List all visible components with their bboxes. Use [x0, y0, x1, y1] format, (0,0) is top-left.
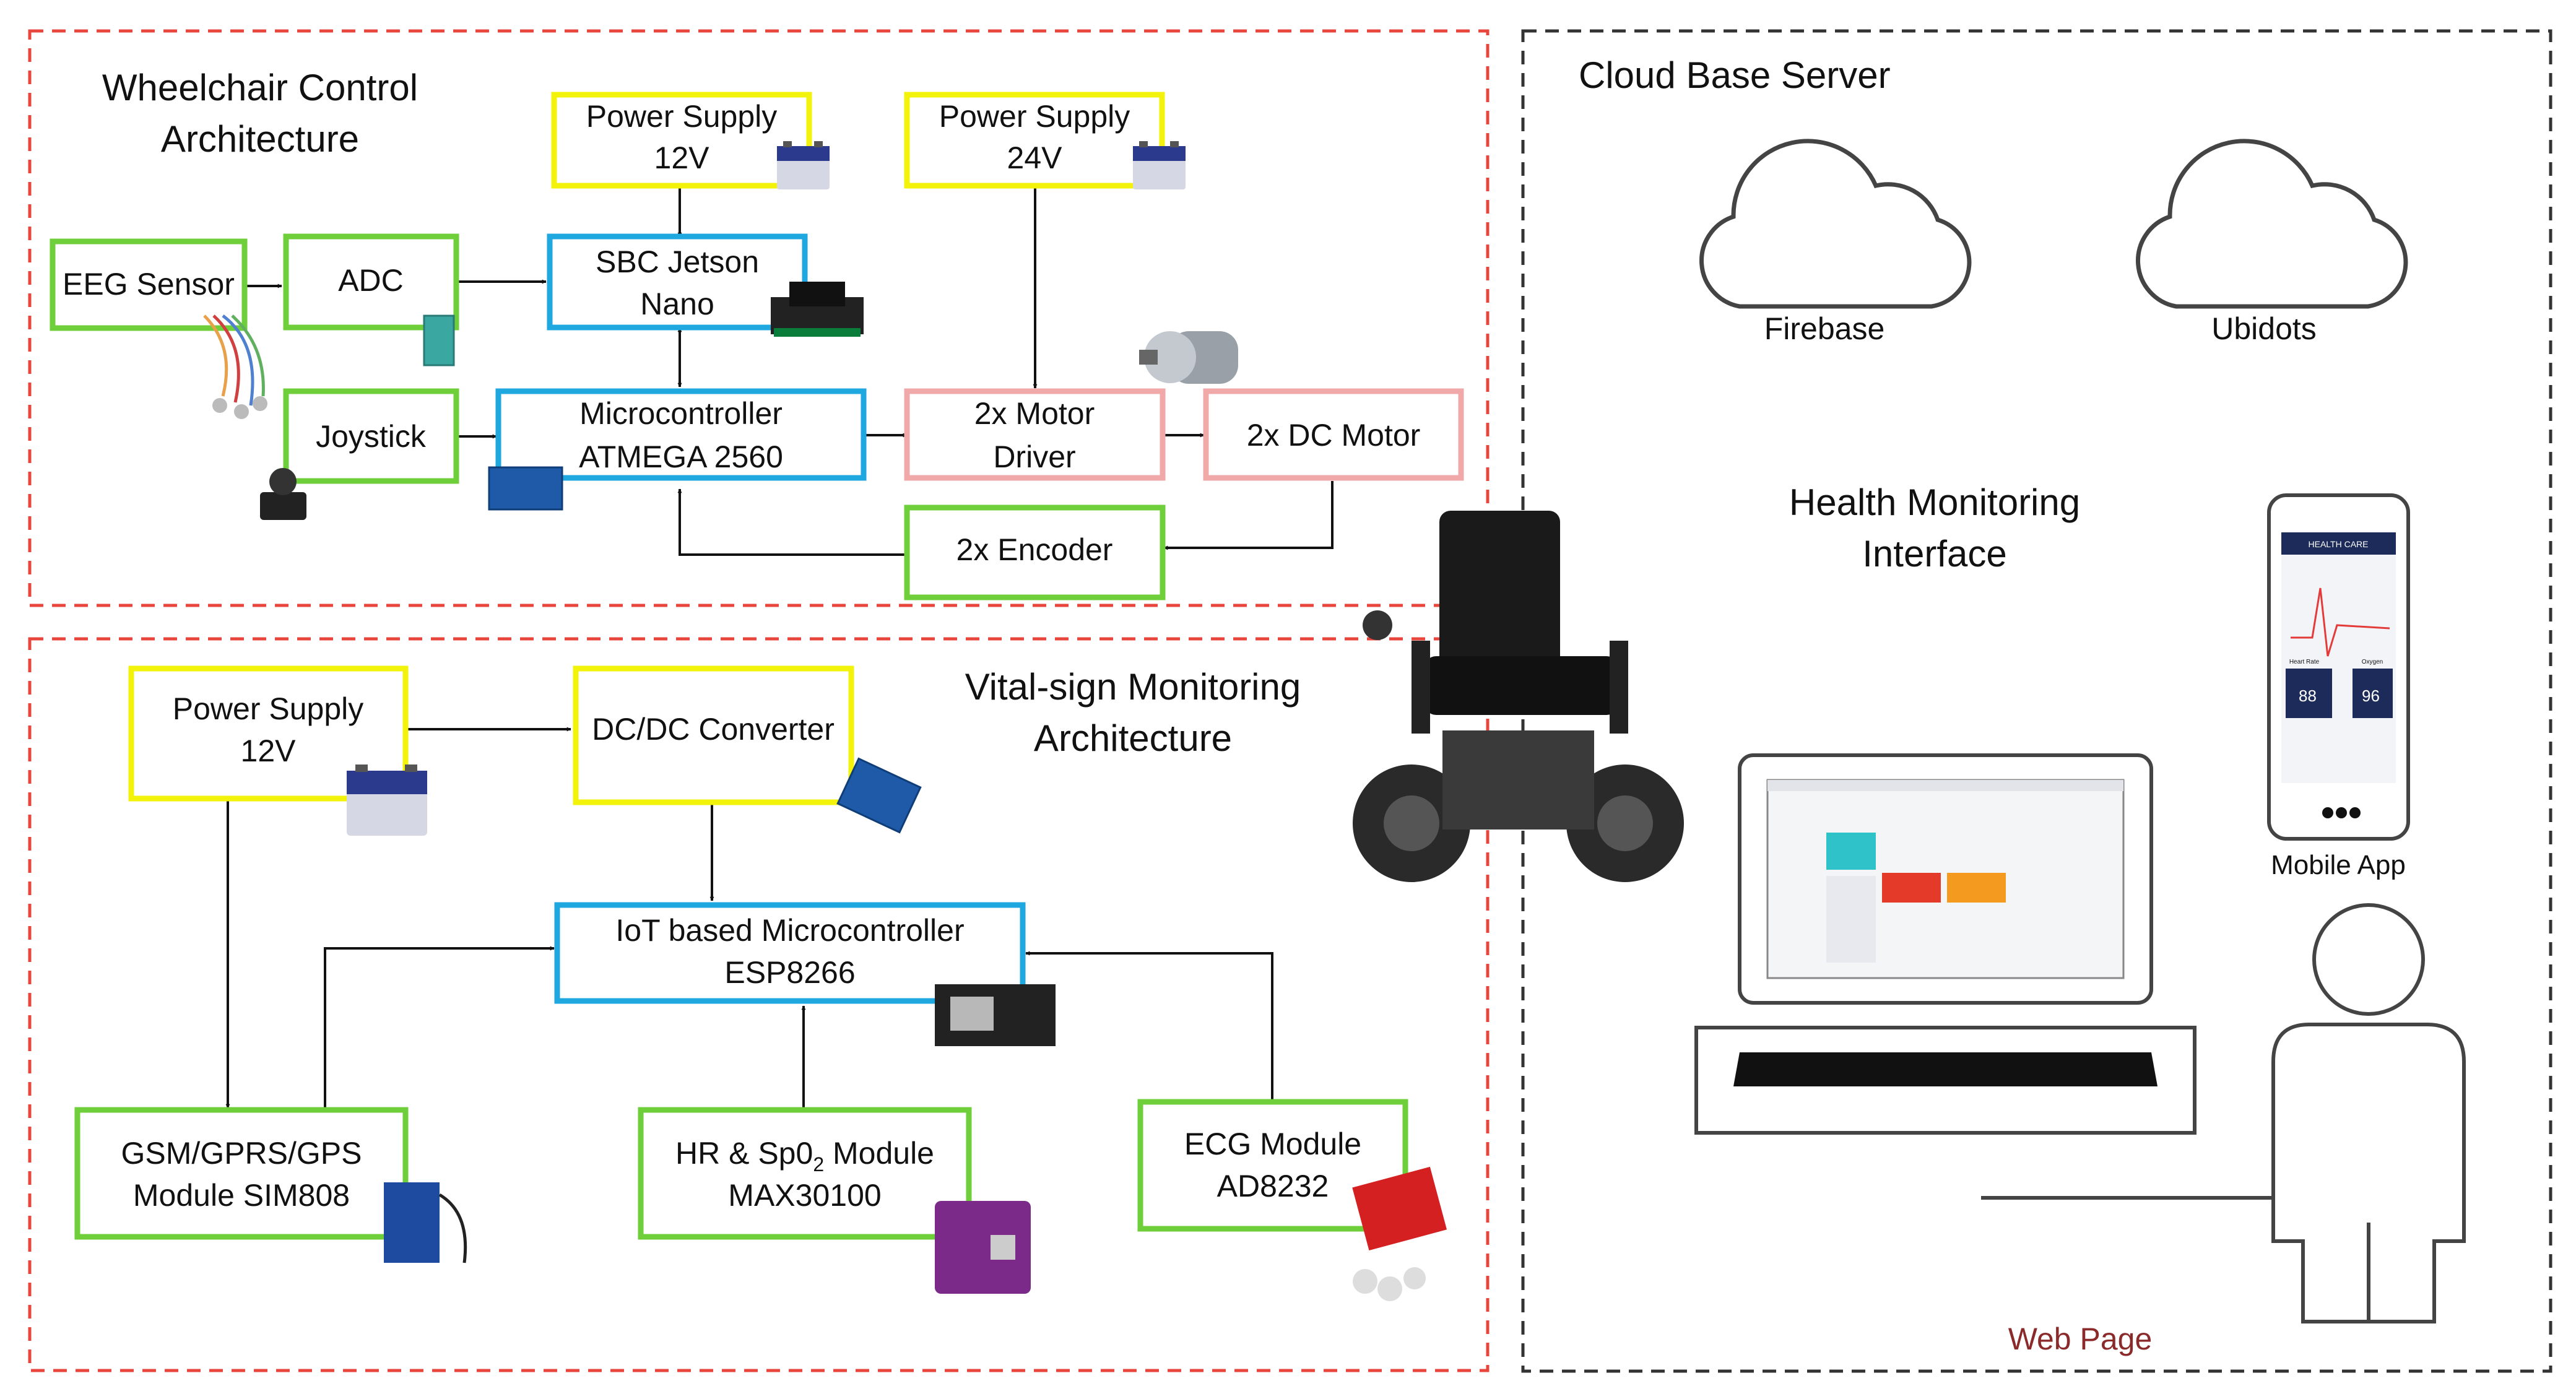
vital-power-label-2: 12V	[241, 734, 297, 768]
power24-box	[904, 92, 1165, 189]
dcdc-label: DC/DC Converter	[592, 712, 835, 747]
gsm-box	[74, 1107, 409, 1240]
arduino-mega-icon	[488, 466, 563, 511]
power24-label-2: 24V	[1007, 141, 1063, 175]
driver-label-2: Driver	[993, 440, 1075, 474]
ubidots-cloud-icon	[2136, 139, 2408, 309]
mcu-label-1: Microcontroller	[579, 396, 783, 431]
encoder-box	[904, 505, 1166, 600]
battery-icon	[1133, 141, 1186, 189]
firebase-label: Firebase	[1764, 311, 1885, 346]
battery-icon	[777, 141, 830, 189]
eeg-label: EEG Sensor	[63, 267, 235, 301]
vital-title-line1: Vital-sign Monitoring	[965, 666, 1301, 708]
wheelchair-title-line2: Architecture	[161, 118, 359, 160]
eeg-box	[50, 238, 248, 331]
vital-power-label-1: Power Supply	[173, 691, 364, 726]
vital-section-frame	[28, 637, 1490, 1372]
esp-label-2: ESP8266	[724, 955, 855, 990]
arrow-dcmotor-encoder	[1163, 481, 1334, 550]
esp8266-icon	[935, 984, 1056, 1046]
sbc-label-2: Nano	[640, 287, 714, 321]
driver-box	[904, 388, 1166, 481]
firebase-cloud-icon	[1699, 139, 1972, 309]
health-title-line1: Health Monitoring	[1789, 482, 2080, 523]
battery-icon	[347, 764, 427, 836]
gsm-label-1: GSM/GPRS/GPS	[121, 1136, 362, 1171]
phone-col2-label: Oxygen	[2362, 659, 2383, 665]
dcmotor-box	[1203, 388, 1464, 481]
gsm-label-2: Module SIM808	[133, 1178, 350, 1213]
driver-label-1: 2x Motor	[974, 396, 1095, 431]
wheelchair-photo	[1353, 511, 1684, 882]
joystick-icon	[260, 468, 306, 520]
ubidots-label: Ubidots	[2211, 311, 2317, 346]
mobile-app-label: Mobile App	[2271, 850, 2406, 880]
max30100-icon	[935, 1201, 1031, 1294]
cloud-title: Cloud Base Server	[1579, 54, 1891, 96]
eeg-electrodes-icon	[203, 314, 267, 419]
esp-label-1: IoT based Microcontroller	[615, 913, 964, 948]
ecg-label-2: AD8232	[1217, 1169, 1329, 1203]
arrow-ecg-esp	[1025, 951, 1273, 1101]
mobile-phone-icon: HEALTH CARE Heart Rate Oxygen 88 96	[2267, 493, 2410, 841]
hr-label-2: MAX30100	[728, 1178, 881, 1213]
vital-title-line2: Architecture	[1034, 717, 1232, 759]
health-title-line2: Interface	[1862, 533, 2006, 574]
adc-board-icon	[423, 314, 455, 366]
vital-boxes	[74, 665, 1408, 1240]
wheelchair-section-frame	[28, 29, 1490, 607]
mcu-label-2: ATMEGA 2560	[579, 440, 783, 474]
phone-val1: 88	[2299, 687, 2317, 705]
power12-box	[551, 92, 812, 189]
encoder-label: 2x Encoder	[956, 532, 1113, 567]
dcdc-box	[573, 665, 854, 805]
laptop-icon	[1694, 753, 2197, 1135]
power12-label-1: Power Supply	[586, 99, 778, 134]
sbc-label-1: SBC Jetson	[596, 245, 759, 279]
person-icon	[2271, 903, 2466, 1323]
wheelchair-boxes	[50, 92, 1464, 600]
jetson-nano-icon	[771, 282, 864, 337]
power12-label-2: 12V	[654, 141, 710, 175]
wheelchair-connectors	[245, 186, 1334, 556]
joystick-label: Joystick	[316, 419, 427, 454]
dcdc-converter-icon	[836, 757, 922, 834]
vital-connectors	[225, 727, 1273, 1109]
power24-label-1: Power Supply	[939, 99, 1130, 134]
dc-motor-icon	[1139, 331, 1238, 384]
web-page-label: Web Page	[2008, 1322, 2153, 1356]
phone-val2: 96	[2362, 687, 2380, 705]
ecg-label-1: ECG Module	[1184, 1127, 1361, 1161]
hr-box	[638, 1107, 972, 1240]
phone-screen-header: HEALTH CARE	[2309, 539, 2369, 549]
sim808-icon	[384, 1182, 467, 1263]
dcmotor-label: 2x DC Motor	[1247, 418, 1421, 453]
phone-col1-label: Heart Rate	[2289, 659, 2320, 665]
joystick-box	[283, 388, 459, 484]
hr-label-1: HR & Sp02 Module	[675, 1136, 934, 1176]
adc-box	[283, 233, 459, 331]
arrow-encoder-mcu	[677, 488, 907, 556]
sbc-box	[547, 233, 808, 331]
ad8232-icon	[1352, 1166, 1447, 1301]
arrow-gsm-esp	[324, 946, 555, 1108]
wheelchair-title-line1: Wheelchair Control	[102, 67, 418, 108]
mcu-box	[495, 388, 867, 481]
adc-label: ADC	[338, 263, 404, 298]
